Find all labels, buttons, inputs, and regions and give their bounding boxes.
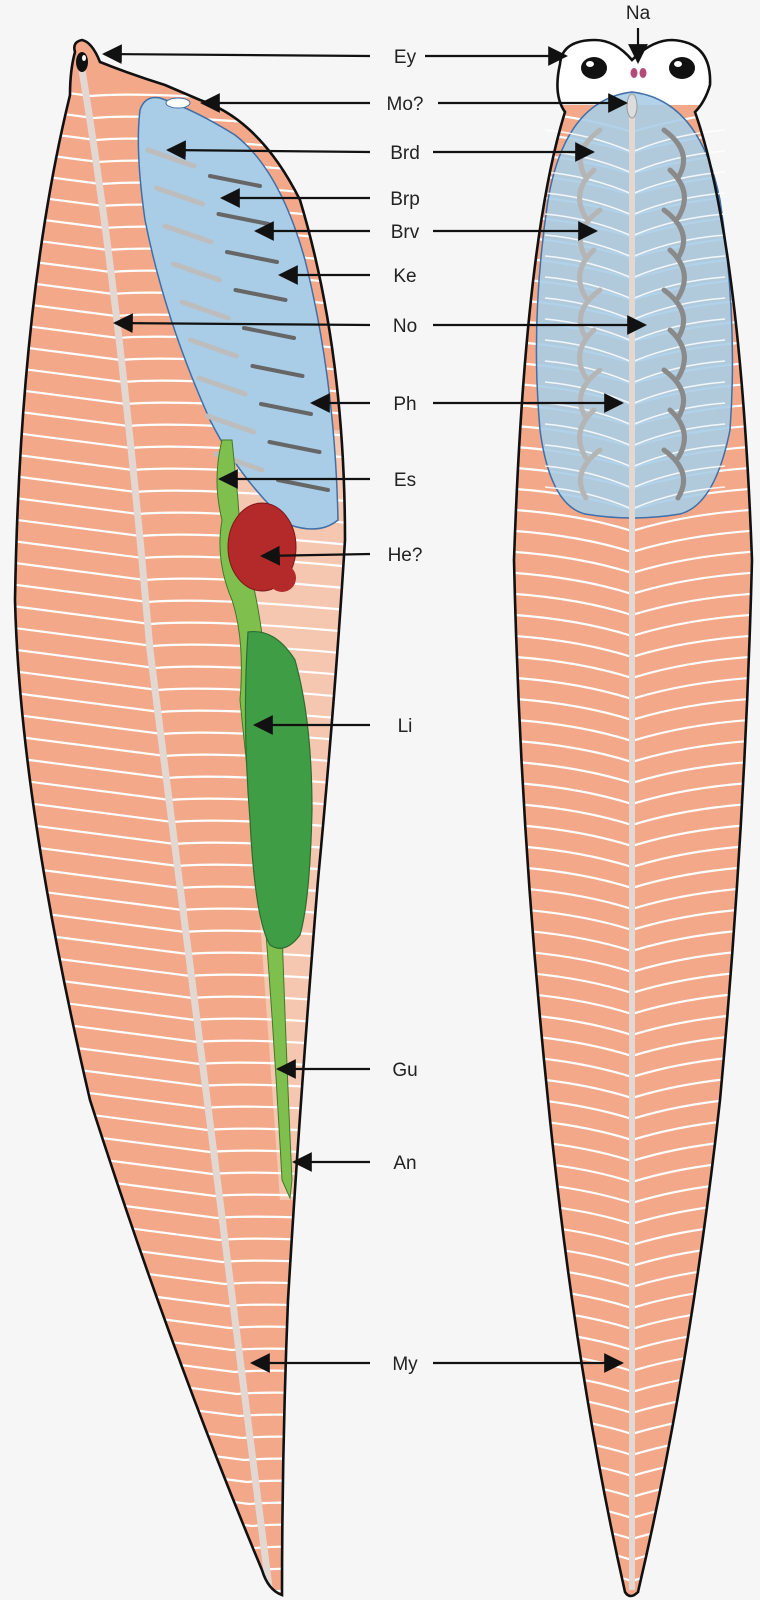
gill-arc-left bbox=[577, 327, 597, 381]
lateral-myomere-line bbox=[61, 1586, 345, 1595]
gill-bar-ventral bbox=[250, 364, 305, 378]
gill-bar-ventral bbox=[225, 250, 279, 264]
gill-arc-left bbox=[577, 247, 597, 301]
gill-bar-dorsal bbox=[196, 375, 248, 397]
gill-arc-left bbox=[577, 367, 603, 421]
lateral-myomere-line bbox=[59, 1564, 345, 1595]
leader-arrows bbox=[102, 28, 648, 1373]
label-ke: Ke bbox=[393, 266, 416, 287]
gill-arc-left bbox=[577, 407, 597, 461]
lateral-eye-highlight bbox=[82, 55, 86, 61]
gill-arc-right bbox=[661, 287, 687, 341]
labels: Na Ey Mo? Brd Brp Brv Ke No Ph Es He? Li… bbox=[387, 3, 651, 1375]
gill-bar-ventral bbox=[259, 402, 313, 416]
arrow-ey-left bbox=[102, 44, 371, 65]
ventral-eye-left-highlight bbox=[586, 61, 594, 67]
gill-arc-right bbox=[667, 407, 687, 461]
arrow-brd-left bbox=[166, 140, 371, 161]
lateral-notochord bbox=[78, 69, 274, 1595]
gill-bar-dorsal bbox=[162, 223, 214, 245]
gill-arc-right bbox=[661, 127, 687, 181]
gill-bar-dorsal bbox=[171, 261, 222, 283]
label-my: My bbox=[392, 1354, 418, 1375]
ventral-gill-bars bbox=[577, 127, 687, 501]
label-an: An bbox=[393, 1153, 416, 1174]
lateral-liver bbox=[244, 630, 313, 949]
label-ph: Ph bbox=[393, 394, 416, 415]
ventral-eye-left bbox=[581, 57, 607, 79]
gill-arc-right bbox=[667, 167, 687, 221]
ventral-view bbox=[512, 38, 754, 1598]
ventral-body-outline bbox=[512, 38, 754, 1598]
gill-bar-ventral bbox=[276, 478, 330, 492]
gill-bar-ventral bbox=[233, 288, 288, 302]
label-es: Es bbox=[394, 470, 416, 491]
label-na: Na bbox=[626, 3, 651, 24]
lateral-heart-lower bbox=[268, 564, 296, 592]
gill-arc-left bbox=[577, 167, 597, 221]
arrow-no-left bbox=[113, 313, 371, 334]
lateral-myomere-line bbox=[56, 1542, 345, 1586]
gill-bar-dorsal bbox=[154, 185, 205, 207]
gill-arc-right bbox=[661, 367, 687, 421]
gill-bar-ventral bbox=[267, 440, 322, 454]
gill-bar-dorsal bbox=[179, 299, 231, 321]
lateral-myomere-line bbox=[54, 1520, 345, 1564]
gill-arc-right bbox=[661, 207, 687, 261]
lateral-eye bbox=[76, 52, 88, 72]
lateral-mouth bbox=[165, 97, 191, 109]
gill-arc-left bbox=[577, 447, 603, 501]
gill-arc-right bbox=[667, 327, 687, 381]
ventral-mouth bbox=[626, 93, 638, 119]
gill-arc-right bbox=[667, 247, 687, 301]
label-mo: Mo? bbox=[387, 94, 424, 115]
label-brv: Brv bbox=[391, 222, 420, 243]
ventral-eye-right bbox=[669, 57, 695, 79]
label-gu: Gu bbox=[392, 1060, 417, 1081]
arrow-he bbox=[260, 545, 371, 566]
ventral-nasal-right bbox=[639, 68, 647, 78]
ventral-eye-right-highlight bbox=[674, 61, 682, 67]
gill-bar-dorsal bbox=[188, 337, 239, 359]
label-ey: Ey bbox=[394, 47, 417, 68]
label-he: He? bbox=[388, 545, 423, 566]
label-brd: Brd bbox=[390, 143, 420, 164]
gill-arc-right bbox=[661, 447, 687, 501]
lateral-view bbox=[13, 38, 347, 1597]
ventral-nasal-left bbox=[630, 68, 638, 78]
label-no: No bbox=[393, 316, 417, 337]
label-brp: Brp bbox=[390, 189, 420, 210]
gill-bar-ventral bbox=[242, 326, 296, 340]
label-li: Li bbox=[398, 716, 413, 737]
gill-bar-ventral bbox=[208, 174, 262, 188]
gill-arc-left bbox=[577, 287, 603, 341]
gill-bar-dorsal bbox=[205, 413, 256, 435]
lateral-body-outline bbox=[13, 38, 347, 1597]
